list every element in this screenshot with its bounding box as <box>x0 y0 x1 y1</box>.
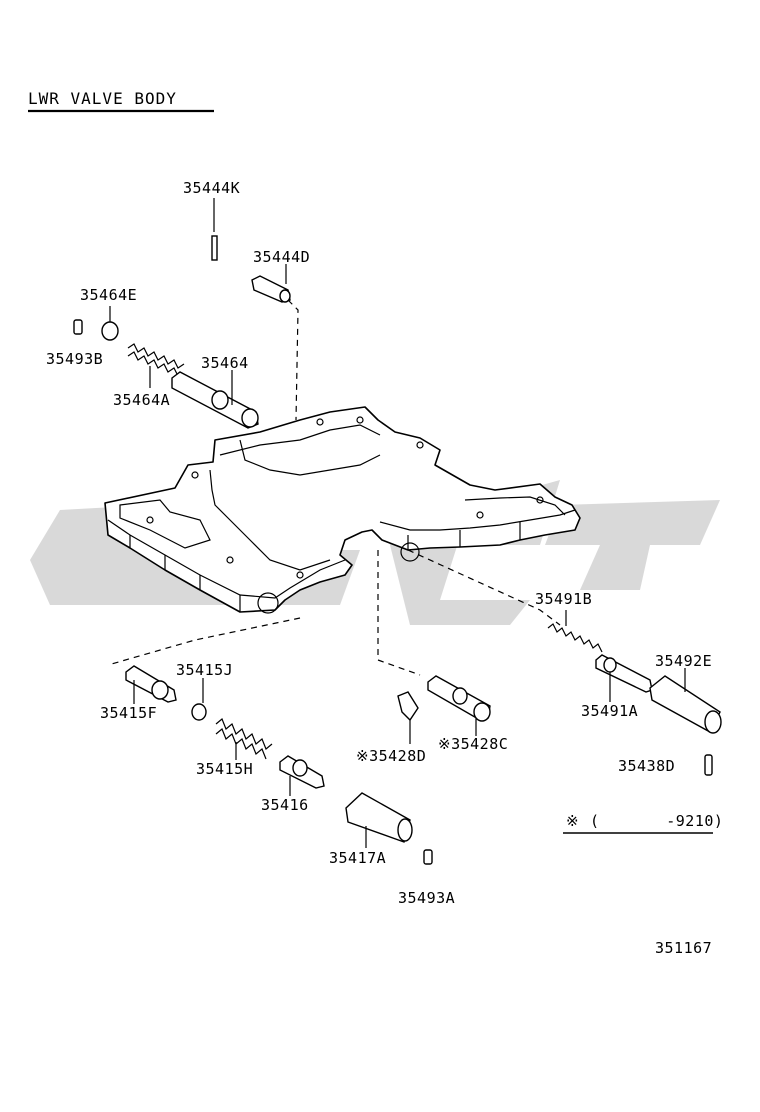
part-35493a-pin <box>423 849 433 865</box>
note-symbol: ※ <box>566 812 579 830</box>
part-35415j-washer <box>191 703 207 721</box>
leader-35415f <box>107 617 301 666</box>
label-35415h: 35415H <box>196 760 253 778</box>
part-35415f-plug <box>125 665 177 703</box>
label-35444k: 35444K <box>183 179 240 197</box>
part-35415h-spring <box>215 718 273 760</box>
label-35493b: 35493B <box>46 350 103 368</box>
label-35464a: 35464A <box>113 391 170 409</box>
leader-35428c <box>377 550 421 676</box>
leader-35491b <box>407 549 561 626</box>
part-35438d-pin <box>704 754 713 776</box>
part-35416-valve <box>279 755 325 789</box>
part-35492e-sleeve <box>649 675 722 734</box>
part-35444d-plug <box>251 275 291 303</box>
label-35428d: ※35428D <box>356 747 426 765</box>
lower-valve-body <box>104 406 581 614</box>
label-35464: 35464 <box>201 354 249 372</box>
part-35428c-valve <box>427 675 491 722</box>
part-35491b-spring <box>547 623 603 653</box>
part-35491a-valve <box>595 654 653 693</box>
label-35491b: 35491B <box>535 590 592 608</box>
label-35416: 35416 <box>261 796 309 814</box>
label-35438d: 35438D <box>618 757 675 775</box>
label-35492e: 35492E <box>655 652 712 670</box>
label-35493a: 35493A <box>398 889 455 907</box>
label-35415f: 35415F <box>100 704 157 722</box>
part-35493b-pin <box>73 319 83 335</box>
label-35417a: 35417A <box>329 849 386 867</box>
diagram-title: LWR VALVE BODY <box>28 89 177 108</box>
part-35464e-plug <box>101 321 119 341</box>
leader-35444d <box>287 299 299 421</box>
part-35417a-sleeve <box>345 792 413 843</box>
figure-number: 351167 <box>655 939 712 957</box>
label-35464e: 35464E <box>80 286 137 304</box>
part-35444k-pin <box>211 235 218 261</box>
label-35428c: ※35428C <box>438 735 508 753</box>
label-35444d: 35444D <box>253 248 310 266</box>
label-35491a: 35491A <box>581 702 638 720</box>
label-35415j: 35415J <box>176 661 233 679</box>
part-35428d-clip <box>397 691 419 722</box>
note-range: ( -9210) <box>590 812 723 830</box>
part-35464a-spring <box>127 343 185 377</box>
part-35464-valve <box>171 371 259 429</box>
